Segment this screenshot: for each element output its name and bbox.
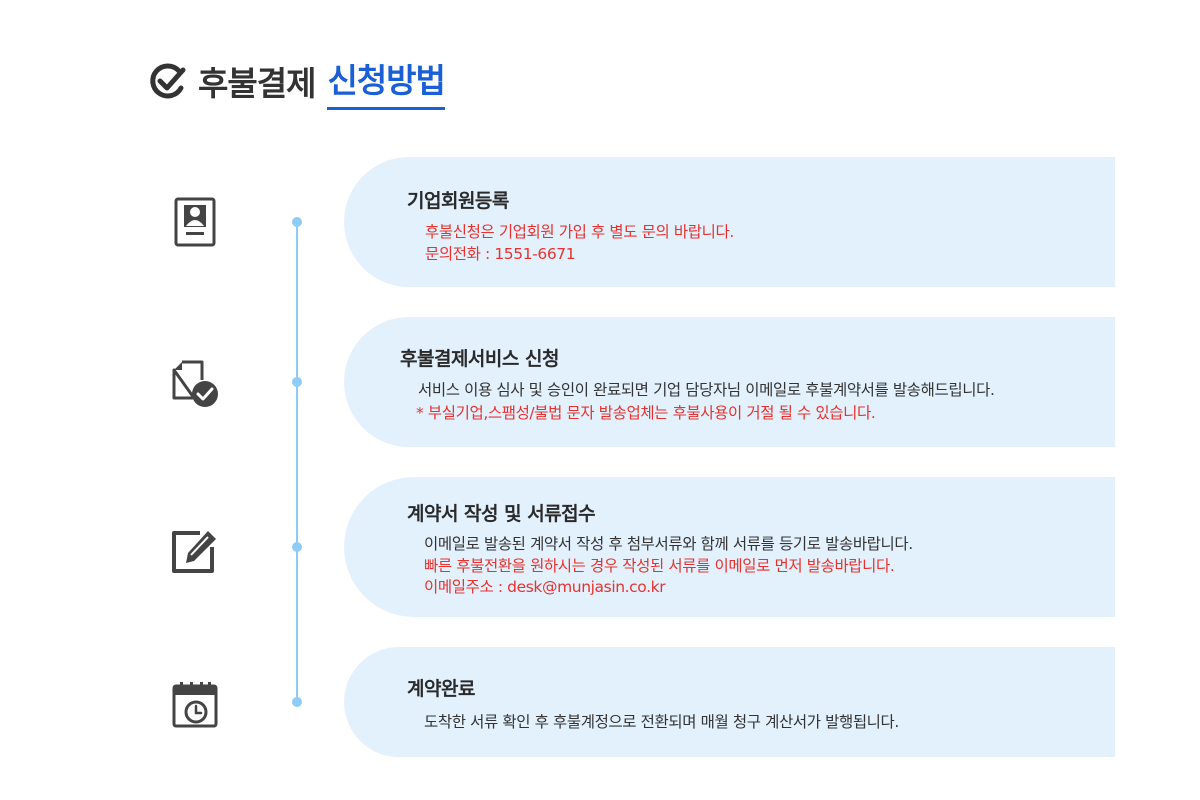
id-card-icon xyxy=(174,197,216,247)
check-circle-icon xyxy=(150,63,186,99)
step-description: 이메일로 발송된 계약서 작성 후 첨부서류와 함께 서류를 등기로 발송바랍니… xyxy=(424,535,913,553)
step-card-2: 후불결제서비스 신청 서비스 이용 심사 및 승인이 완료되면 기업 담당자님 … xyxy=(344,317,1115,447)
step-title: 기업회원등록 xyxy=(407,190,509,212)
step-description: 도착한 서류 확인 후 후불계정으로 전환되며 매월 청구 계산서가 발행됩니다… xyxy=(424,713,899,731)
step-card-1: 기업회원등록 후불신청은 기업회원 가입 후 별도 문의 바랍니다. 문의전화 … xyxy=(344,157,1115,287)
contact-phone: 문의전화 : 1551-6671 xyxy=(425,245,576,263)
timeline-dot xyxy=(292,542,302,552)
step-title: 계약서 작성 및 서류접수 xyxy=(407,503,596,525)
step-note: 빠른 후불전환을 원하시는 경우 작성된 서류를 이메일로 먼저 발송바랍니다. xyxy=(424,557,895,575)
calendar-clock-icon xyxy=(172,682,218,728)
step-description: 후불신청은 기업회원 가입 후 별도 문의 바랍니다. xyxy=(425,223,734,241)
timeline-dot xyxy=(292,377,302,387)
page-title: 후불결제 xyxy=(198,64,316,103)
page-title-highlight: 신청방법 xyxy=(327,54,446,110)
timeline-dot xyxy=(292,697,302,707)
page-header: 후불결제 신청방법 xyxy=(148,54,446,110)
timeline-line xyxy=(296,222,298,702)
step-card-3: 계약서 작성 및 서류접수 이메일로 발송된 계약서 작성 후 첨부서류와 함께… xyxy=(344,477,1115,617)
contact-email: 이메일주소 : desk@munjasin.co.kr xyxy=(424,578,666,596)
timeline-dot xyxy=(292,217,302,227)
edit-pencil-icon xyxy=(172,531,216,573)
step-description: 서비스 이용 심사 및 승인이 완료되면 기업 담당자님 이메일로 후불계약서를… xyxy=(418,381,995,399)
document-check-icon xyxy=(172,360,218,407)
step-title: 후불결제서비스 신청 xyxy=(400,348,559,370)
step-card-4: 계약완료 도착한 서류 확인 후 후불계정으로 전환되며 매월 청구 계산서가 … xyxy=(344,647,1115,757)
step-title: 계약완료 xyxy=(407,678,475,700)
step-warning: * 부실기업,스팸성/불법 문자 발송업체는 후불사용이 거절 될 수 있습니다… xyxy=(416,404,876,422)
